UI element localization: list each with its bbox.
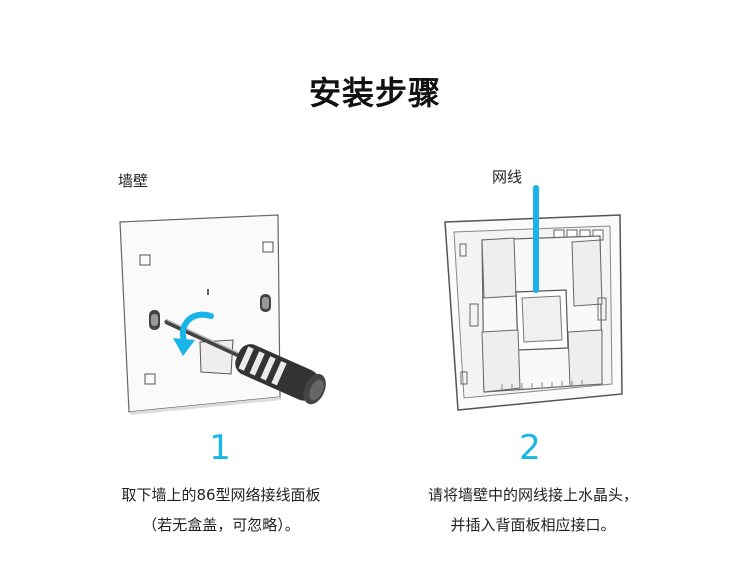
step-1-caption-line2: （若无盒盖，可忽略）。 xyxy=(142,516,300,534)
step-2-caption-line2: 并插入背面板相应接口。 xyxy=(450,516,616,534)
back-panel-illustration xyxy=(444,185,623,411)
step-1-caption: 取下墙上的86型网络接线面板 （若无盒盖，可忽略）。 xyxy=(56,480,386,540)
wall-panel-illustration xyxy=(119,214,326,415)
wall-label: 墙壁 xyxy=(118,172,149,190)
network-cable-label: 网线 xyxy=(492,168,523,186)
step-number-2: 2 xyxy=(519,428,541,468)
step-1-caption-line1: 取下墙上的86型网络接线面板 xyxy=(121,486,321,504)
step-2-caption-line1: 请将墙壁中的网线接上水晶头， xyxy=(427,486,638,504)
step-number-1: 1 xyxy=(209,428,231,468)
page-title: 安装步骤 xyxy=(308,74,441,112)
step-2-caption: 请将墙壁中的网线接上水晶头， 并插入背面板相应接口。 xyxy=(368,480,698,540)
